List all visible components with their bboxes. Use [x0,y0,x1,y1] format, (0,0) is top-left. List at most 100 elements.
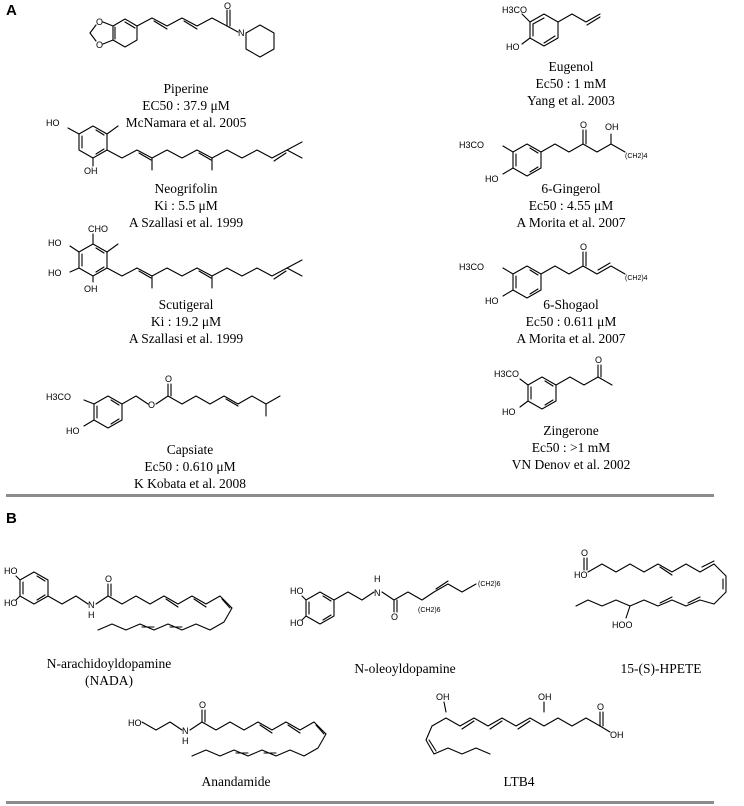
panel-divider-bottom [6,801,714,804]
oleoyl-caption: N-oleoyldopamine [354,660,455,677]
hpete-name: 15-(S)-HPETE [620,661,702,676]
atom-oh: OH [84,166,98,176]
eugenol-name: Eugenol [548,59,594,74]
atom-ch2-6: (CH2)6 [418,607,441,614]
atom-h: H [374,574,381,584]
capsiate-value: Ec50 : 0.610 μM [144,459,236,474]
atom-ho: HO [66,426,80,436]
anandamide-structure: HO N H O [128,700,327,757]
panel-label-b: B [6,510,17,527]
atom-o: O [96,17,103,27]
atom-h3co: H3CO [459,262,484,272]
atom-ho: HO [290,586,304,596]
neogrifolin-caption: Neogrifolin Ki : 5.5 μM A Szallasi et al… [129,180,243,231]
atom-ho: HO [574,570,588,580]
atom-o: O [105,574,112,584]
gingerol-value: Ec50 : 4.55 μM [528,198,614,213]
atom-o: O [165,374,172,384]
neogrifolin-ref: A Szallasi et al. 1999 [128,215,244,230]
atom-cho: CHO [88,224,108,234]
atom-oh: OH [436,692,450,702]
capsiate-caption: Capsiate Ec50 : 0.610 μM K Kobata et al.… [134,441,246,492]
atom-o: O [224,1,231,11]
panel-divider-top [6,494,714,497]
atom-ho: HO [4,598,18,608]
atom-ho: HO [46,118,60,128]
atom-ho: HO [485,296,499,306]
shogaol-structure: H3CO HO O (CH2)4 [459,242,648,306]
atom-ho: HO [485,174,499,184]
hpete-structure: O HO HOO [574,548,727,630]
gingerol-structure: H3CO HO O OH (CH2)4 [459,120,648,184]
atom-ho: HO [290,618,304,628]
atom-oh: OH [610,730,624,740]
capsiate-ref: K Kobata et al. 2008 [133,476,247,491]
ltb4-caption: LTB4 [503,773,534,790]
atom-n: N [374,588,381,598]
atom-o: O [391,612,398,622]
eugenol-structure: H3CO HO [502,5,601,52]
gingerol-caption: 6-Gingerol Ec50 : 4.55 μM A Morita et al… [516,180,625,231]
piperine-value: EC50 : 37.9 μM [142,98,230,113]
atom-oh: OH [538,692,552,702]
atom-ho: HO [4,566,18,576]
atom-ch2-4: (CH2)4 [625,275,648,282]
atom-hoo: HOO [612,620,633,630]
atom-h: H [88,610,95,620]
atom-h3co: H3CO [459,140,484,150]
scutigeral-name: Scutigeral [158,297,214,312]
anandamide-caption: Anandamide [202,773,271,790]
atom-oh: OH [605,122,619,132]
anandamide-name: Anandamide [201,774,271,789]
atom-o: O [148,400,155,410]
atom-ho: HO [502,407,516,417]
shogaol-ref: A Morita et al. 2007 [516,331,626,346]
hpete-caption: 15-(S)-HPETE [621,660,702,677]
atom-h3co: H3CO [46,392,71,402]
piperine-ref: McNamara et al. 2005 [125,115,247,130]
shogaol-caption: 6-Shogaol Ec50 : 0.611 μM A Morita et al… [516,296,625,347]
zingerone-name: Zingerone [543,423,599,438]
ltb4-name: LTB4 [503,774,535,789]
capsiate-structure: H3CO HO O O [46,374,281,436]
atom-n: N [88,600,95,610]
atom-ho: HO [48,268,62,278]
neogrifolin-value: Ki : 5.5 μM [154,198,218,213]
scutigeral-ref: A Szallasi et al. 1999 [128,331,244,346]
atom-o: O [597,702,604,712]
nada-caption: N-arachidoyldopamine (NADA) [47,655,171,689]
scutigeral-value: Ki : 19.2 μM [150,314,222,329]
nada-name: N-arachidoyldopamine [46,656,172,671]
atom-n: N [238,28,245,38]
atom-ch2-6b: (CH2)6 [478,581,501,588]
atom-o: O [581,548,588,558]
eugenol-caption: Eugenol Ec50 : 1 mM Yang et al. 2003 [527,58,615,109]
shogaol-name: 6-Shogaol [543,297,599,312]
nada-abbr: (NADA) [84,673,133,688]
atom-o: O [96,40,103,50]
scutigeral-caption: Scutigeral Ki : 19.2 μM A Szallasi et al… [129,296,243,347]
gingerol-name: 6-Gingerol [541,181,601,196]
piperine-structure: O O O N [89,1,275,58]
gingerol-ref: A Morita et al. 2007 [516,215,626,230]
scutigeral-structure: CHO HO HO OH [48,224,303,294]
zingerone-ref: VN Denov et al. 2002 [511,457,631,472]
zingerone-caption: Zingerone Ec50 : >1 mM VN Denov et al. 2… [512,422,631,473]
atom-o: O [580,242,587,252]
oleoyl-name: N-oleoyldopamine [354,661,456,676]
atom-ch2-4: (CH2)4 [625,153,648,160]
atom-ho: HO [506,42,520,52]
piperine-name: Piperine [163,81,209,96]
zingerone-structure: H3CO HO O [494,355,613,417]
atom-oh: OH [84,284,98,294]
capsiate-name: Capsiate [166,442,214,457]
atom-o: O [580,120,587,130]
atom-ho: HO [48,238,62,248]
eugenol-ref: Yang et al. 2003 [527,93,615,108]
eugenol-value: Ec50 : 1 mM [535,76,607,91]
atom-h3co: H3CO [494,369,519,379]
piperine-caption: Piperine EC50 : 37.9 μM McNamara et al. … [126,80,247,131]
neogrifolin-name: Neogrifolin [154,181,218,196]
shogaol-value: Ec50 : 0.611 μM [525,314,617,329]
oleoyl-structure: HO HO H N O (CH2)6 (CH2)6 [290,574,501,628]
